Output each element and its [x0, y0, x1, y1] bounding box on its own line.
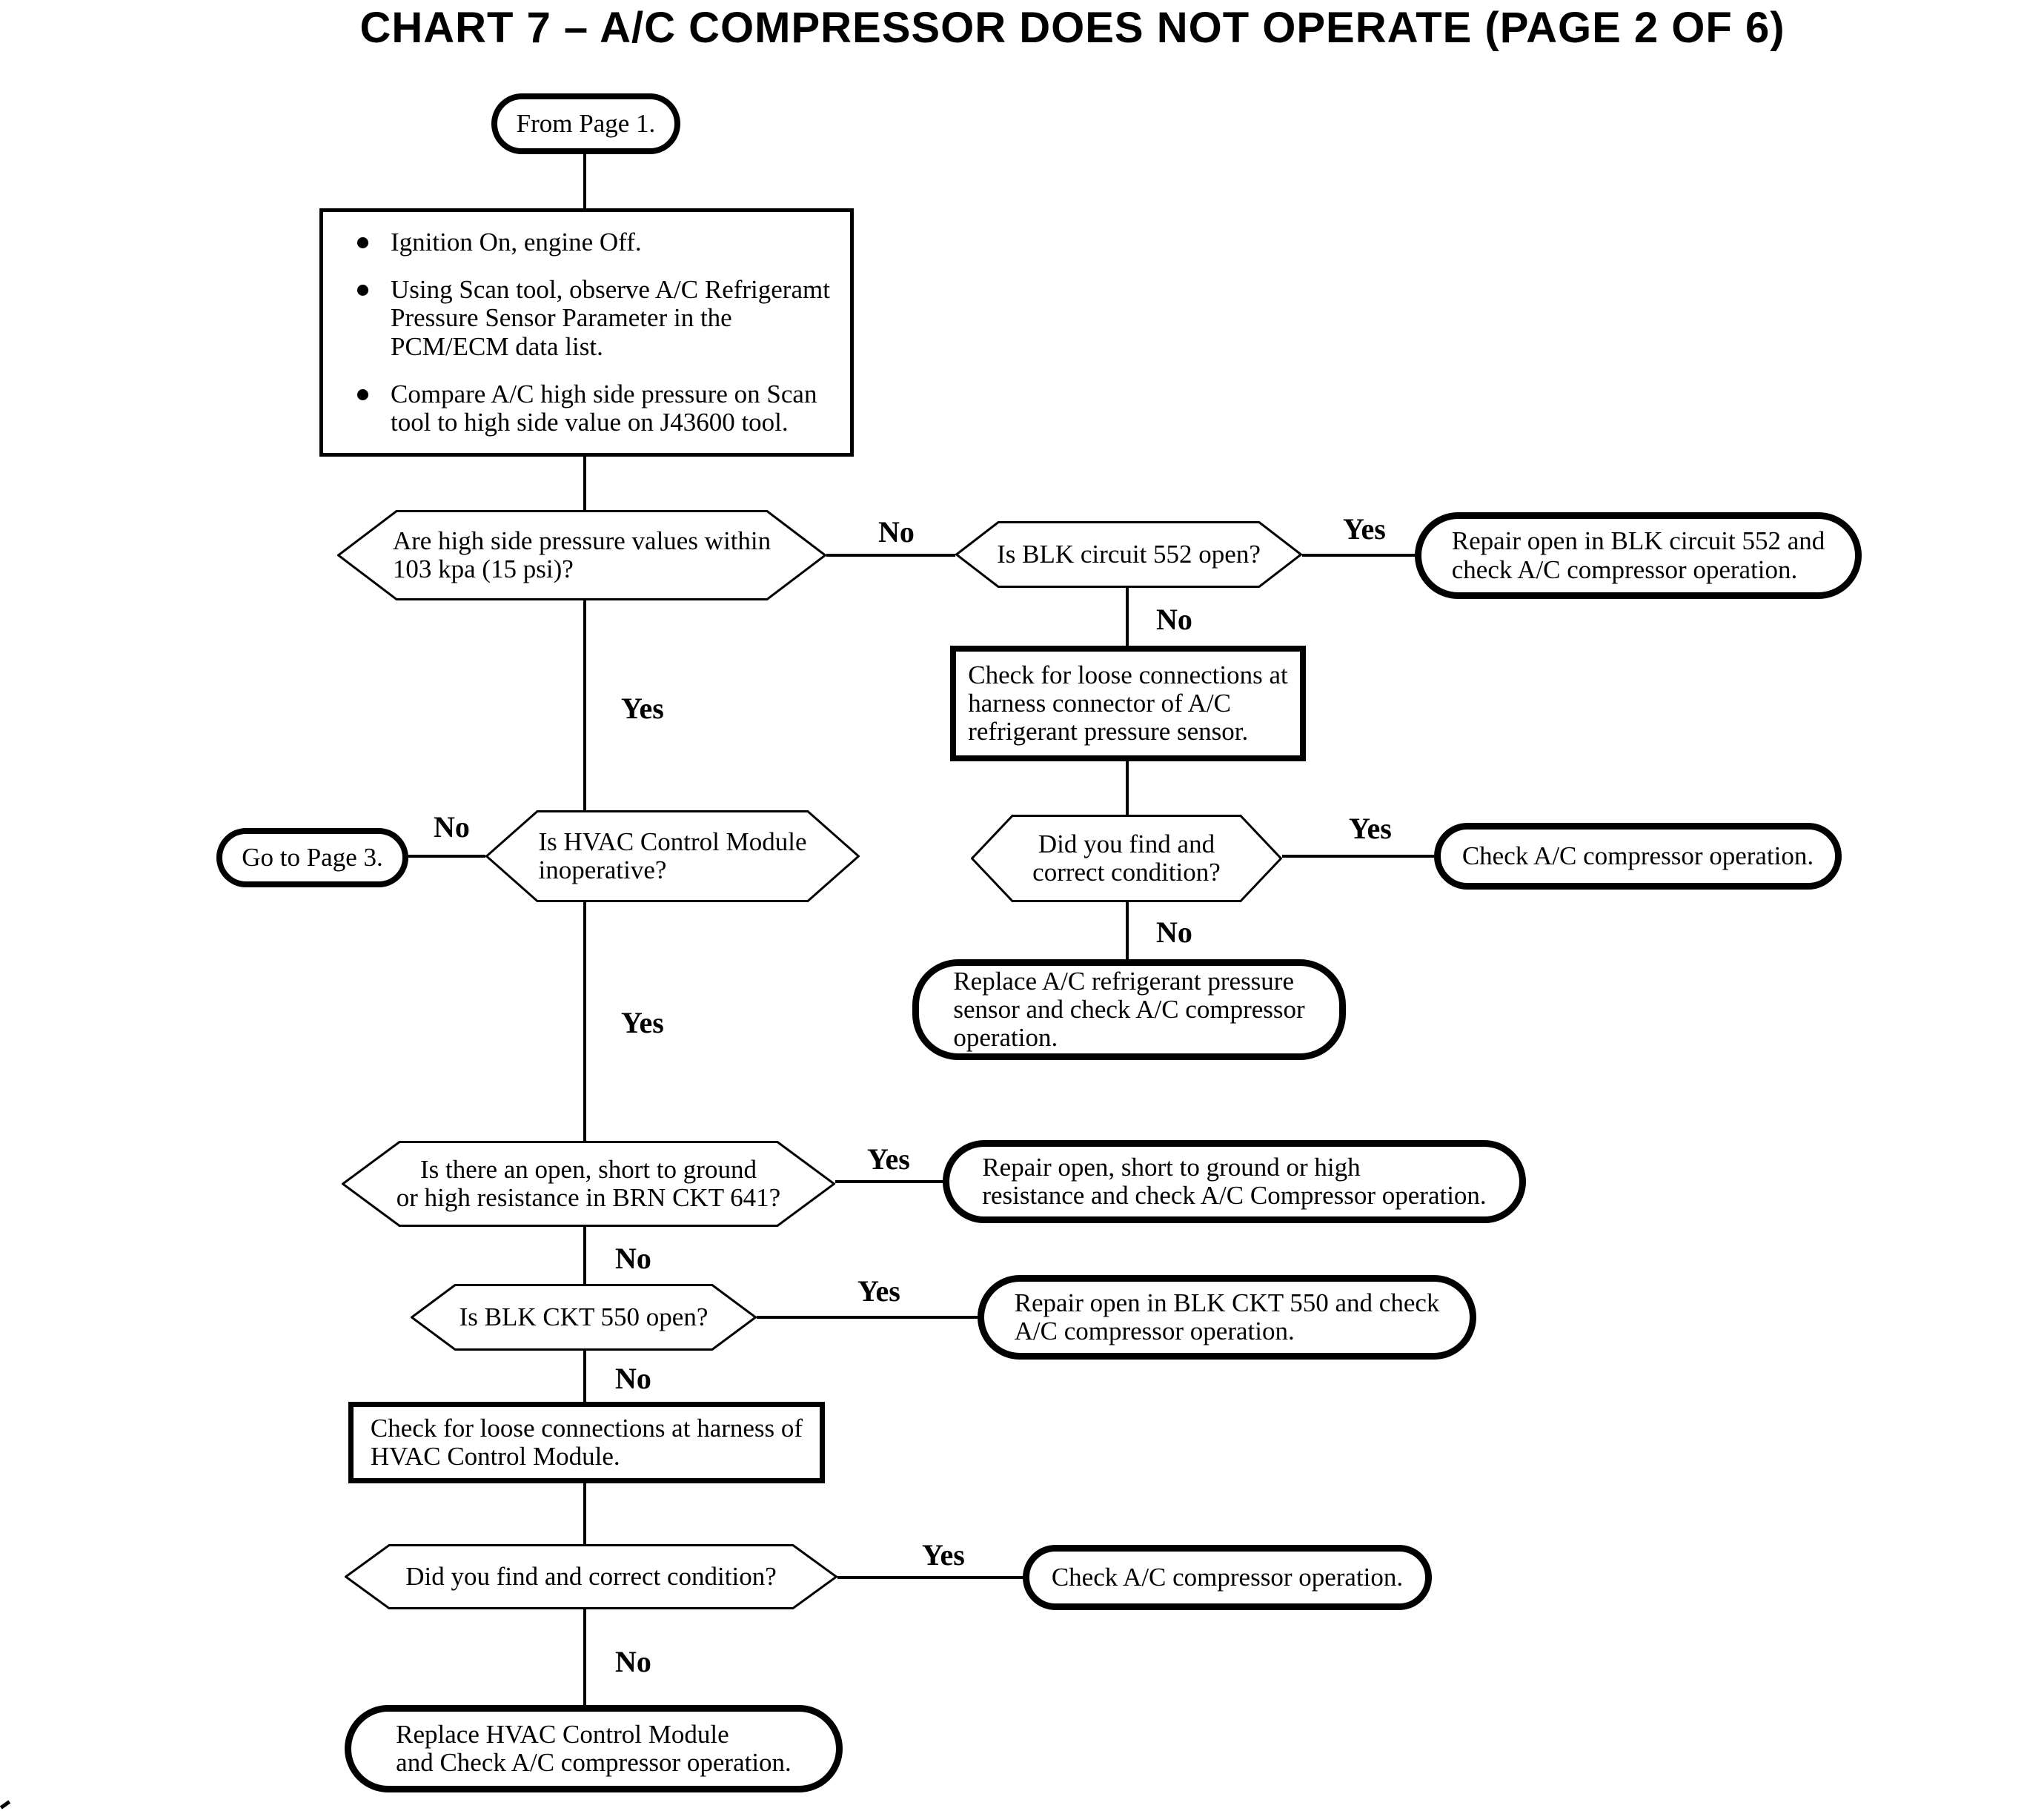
instruction-bullet-1-text: Ignition On, engine Off. — [391, 228, 642, 257]
connector-blk552-yes-to-repair552 — [1302, 554, 1415, 557]
terminator-go-to-page-3: Go to Page 3. — [216, 828, 408, 887]
instruction-bullet-1: Ignition On, engine Off. — [331, 228, 843, 256]
edge-label-no-find1: No — [1156, 916, 1192, 949]
connector-blk550-no-to-checkhvac — [583, 1351, 586, 1402]
terminator-check-compressor-2-text: Check A/C compressor operation. — [1051, 1562, 1404, 1592]
decision-brn-ckt-641-text: Is there an open, short to ground or hig… — [396, 1154, 781, 1212]
decision-hexagon-outline — [342, 1141, 835, 1227]
decision-find-correct-1-text: Did you find and correct condition? — [1032, 829, 1221, 887]
connector-find2-yes-to-check2 — [837, 1576, 1023, 1579]
process-initial-instructions: Ignition On, engine Off. Using Scan tool… — [319, 208, 854, 457]
process-check-connections-hvac-text: Check for loose connections at harness o… — [370, 1413, 803, 1471]
decision-blk-ckt-550: Is BLK CKT 550 open? — [411, 1284, 757, 1351]
terminator-repair-blk-552: Repair open in BLK circuit 552 and check… — [1415, 512, 1862, 599]
edge-label-yes-blk550: Yes — [857, 1274, 900, 1308]
decision-hexagon-outline — [485, 810, 860, 902]
terminator-repair-blk-550-text: Repair open in BLK CKT 550 and check A/C… — [1014, 1288, 1440, 1345]
terminator-replace-sensor-text: Replace A/C refrigerant pressure sensor … — [953, 966, 1305, 1053]
edge-label-no-brn641: No — [615, 1242, 651, 1275]
terminator-from-page-1-text: From Page 1. — [516, 108, 656, 138]
process-check-connections-sensor-text: Check for loose connections at harness c… — [968, 660, 1288, 746]
decision-hexagon-outline — [971, 815, 1282, 902]
edge-label-yes-find1: Yes — [1349, 812, 1392, 845]
instruction-bullet-3: Compare A/C high side pressure on Scan t… — [331, 380, 843, 437]
decision-blk-ckt-550-text: Is BLK CKT 550 open? — [459, 1302, 709, 1331]
terminator-replace-sensor: Replace A/C refrigerant pressure sensor … — [912, 959, 1346, 1060]
connector-checksensor-to-find1 — [1126, 761, 1129, 815]
decision-hvac-inoperative-text: Is HVAC Control Module inoperative? — [538, 827, 807, 884]
edge-label-yes-find2: Yes — [922, 1538, 965, 1572]
process-check-connections-hvac: Check for loose connections at harness o… — [348, 1402, 825, 1483]
decision-brn-ckt-641: Is there an open, short to ground or hig… — [342, 1141, 835, 1227]
terminator-check-compressor-2: Check A/C compressor operation. — [1023, 1545, 1432, 1610]
decision-find-correct-2-text: Did you find and correct condition? — [405, 1561, 777, 1591]
edge-label-no-highside: No — [878, 515, 915, 549]
decision-hexagon-outline — [411, 1284, 757, 1351]
bullet-icon — [357, 237, 368, 249]
decision-blk-circuit-552-text: Is BLK circuit 552 open? — [997, 539, 1261, 569]
connector-highside-no-to-blk552 — [826, 554, 955, 557]
connector-blk552-no-to-checksensor — [1126, 588, 1129, 646]
decision-hexagon-outline — [955, 521, 1302, 588]
connector-hvac-no-to-gotopage3 — [408, 855, 485, 858]
scan-artifact-mark — [0, 1800, 11, 1810]
edge-label-yes-brn641: Yes — [867, 1142, 910, 1176]
connector-checkhvac-to-find2 — [583, 1483, 586, 1544]
terminator-replace-hvac-text: Replace HVAC Control Module and Check A/… — [396, 1719, 792, 1777]
edge-label-no-blk552: No — [1156, 603, 1192, 636]
terminator-go-to-page-3-text: Go to Page 3. — [242, 842, 383, 872]
connector-find2-no-to-replacehvac — [583, 1609, 586, 1705]
connector-find1-no-to-replacesensor — [1126, 902, 1129, 959]
edge-label-no-find2: No — [615, 1645, 651, 1678]
instruction-bullet-3-text: Compare A/C high side pressure on Scan t… — [391, 379, 817, 437]
edge-label-yes-hvac: Yes — [621, 1006, 664, 1039]
decision-blk-circuit-552: Is BLK circuit 552 open? — [955, 521, 1302, 588]
connector-brn641-no-to-blk550 — [583, 1227, 586, 1284]
bullet-icon — [357, 388, 368, 400]
decision-find-correct-1: Did you find and correct condition? — [971, 815, 1282, 902]
decision-find-correct-2: Did you find and correct condition? — [345, 1544, 837, 1609]
connector-blk550-yes-to-repair550 — [757, 1316, 978, 1319]
connector-find1-yes-to-check1 — [1282, 855, 1434, 858]
connector-highside-yes-to-hvac — [583, 600, 586, 810]
instruction-bullet-2-text: Using Scan tool, observe A/C Refrigeramt… — [391, 275, 830, 361]
edge-label-no-blk550: No — [615, 1362, 651, 1395]
terminator-repair-blk-550: Repair open in BLK CKT 550 and check A/C… — [978, 1275, 1476, 1360]
connector-instructions-to-highside — [583, 457, 586, 510]
decision-hexagon-outline — [337, 510, 826, 600]
decision-high-side-pressure-text: Are high side pressure values within 103… — [392, 526, 772, 583]
decision-hvac-inoperative: Is HVAC Control Module inoperative? — [485, 810, 860, 902]
chart-title: CHART 7 – A/C COMPRESSOR DOES NOT OPERAT… — [359, 4, 1785, 52]
terminator-replace-hvac: Replace HVAC Control Module and Check A/… — [345, 1705, 843, 1792]
terminator-repair-blk-552-text: Repair open in BLK circuit 552 and check… — [1451, 526, 1825, 584]
process-check-connections-sensor: Check for loose connections at harness c… — [950, 646, 1306, 761]
edge-label-yes-highside: Yes — [621, 692, 664, 725]
terminator-repair-brn-641-text: Repair open, short to ground or high res… — [982, 1152, 1487, 1210]
edge-label-yes-blk552: Yes — [1343, 512, 1386, 546]
terminator-check-compressor-1-text: Check A/C compressor operation. — [1461, 841, 1814, 870]
connector-from-page1-to-instructions — [583, 154, 586, 208]
edge-label-no-hvac: No — [434, 810, 470, 844]
instruction-bullet-2: Using Scan tool, observe A/C Refrigeramt… — [331, 276, 843, 360]
terminator-check-compressor-1: Check A/C compressor operation. — [1434, 823, 1842, 890]
bullet-icon — [357, 285, 368, 297]
connector-brn641-yes-to-repairbrn — [835, 1180, 943, 1183]
terminator-from-page-1: From Page 1. — [491, 93, 680, 154]
decision-hexagon-outline — [345, 1544, 837, 1609]
connector-hvac-yes-to-brn641 — [583, 902, 586, 1141]
decision-high-side-pressure: Are high side pressure values within 103… — [337, 510, 826, 600]
terminator-repair-brn-641: Repair open, short to ground or high res… — [943, 1140, 1526, 1223]
